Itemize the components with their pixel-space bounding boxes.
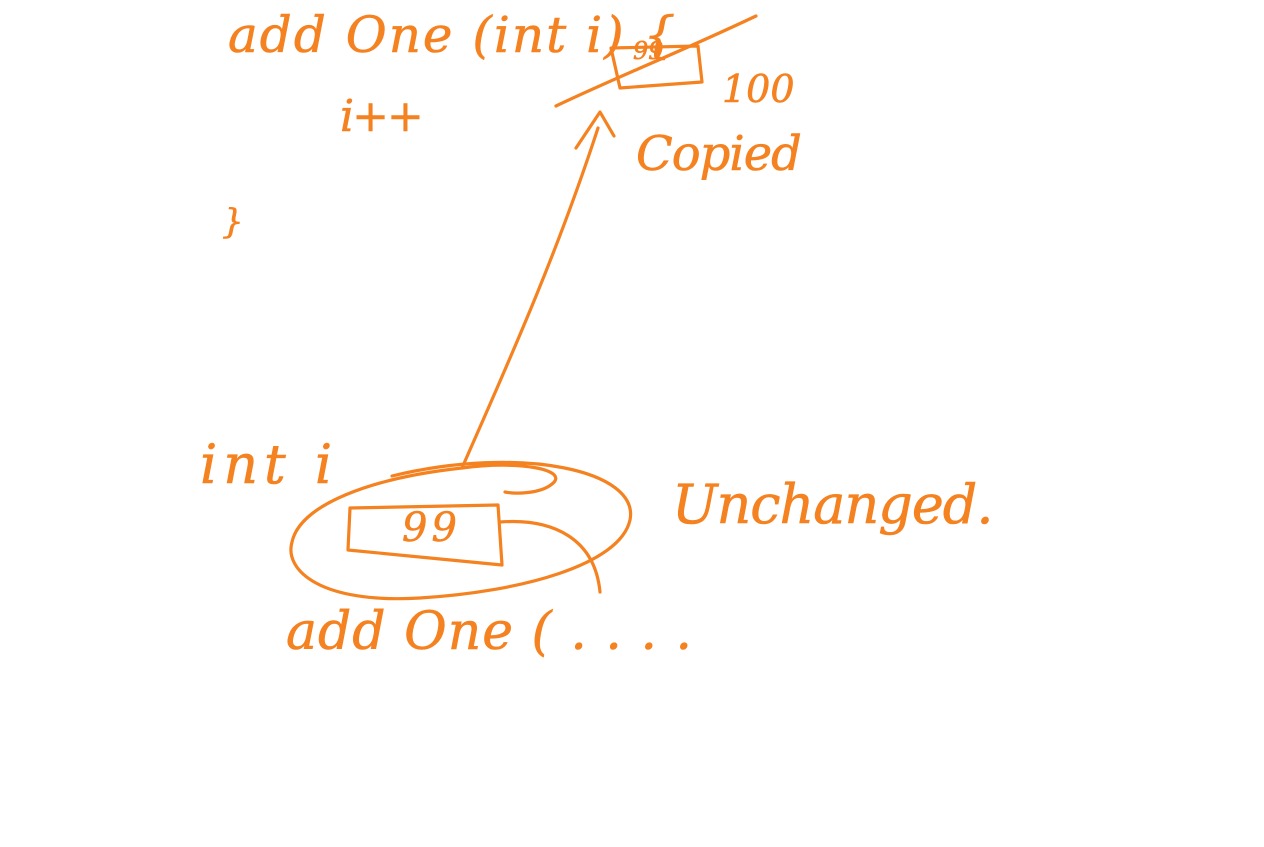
copied-new-value-text: 100 xyxy=(722,67,795,111)
unchanged-label-text: Unchanged. xyxy=(672,473,994,536)
copied-old-value-text: 99 xyxy=(633,37,664,65)
copy-arrow-head xyxy=(574,110,616,150)
strike-through-line xyxy=(554,14,758,108)
original-value-text: 99 xyxy=(402,505,461,551)
copy-arrow-shaft xyxy=(460,126,600,470)
variable-ellipse xyxy=(289,460,633,601)
declaration-text: int i xyxy=(200,433,339,496)
function-signature-text: add One (int i) { xyxy=(228,6,678,64)
copied-label-text: Copied xyxy=(636,126,802,182)
copied-value-box xyxy=(609,44,704,90)
closing-brace-text: } xyxy=(222,202,244,242)
increment-statement-text: i++ xyxy=(340,91,424,142)
call-expression-text: add One ( . . . . xyxy=(286,602,694,662)
call-link-line xyxy=(498,519,602,594)
original-value-box xyxy=(346,503,504,567)
